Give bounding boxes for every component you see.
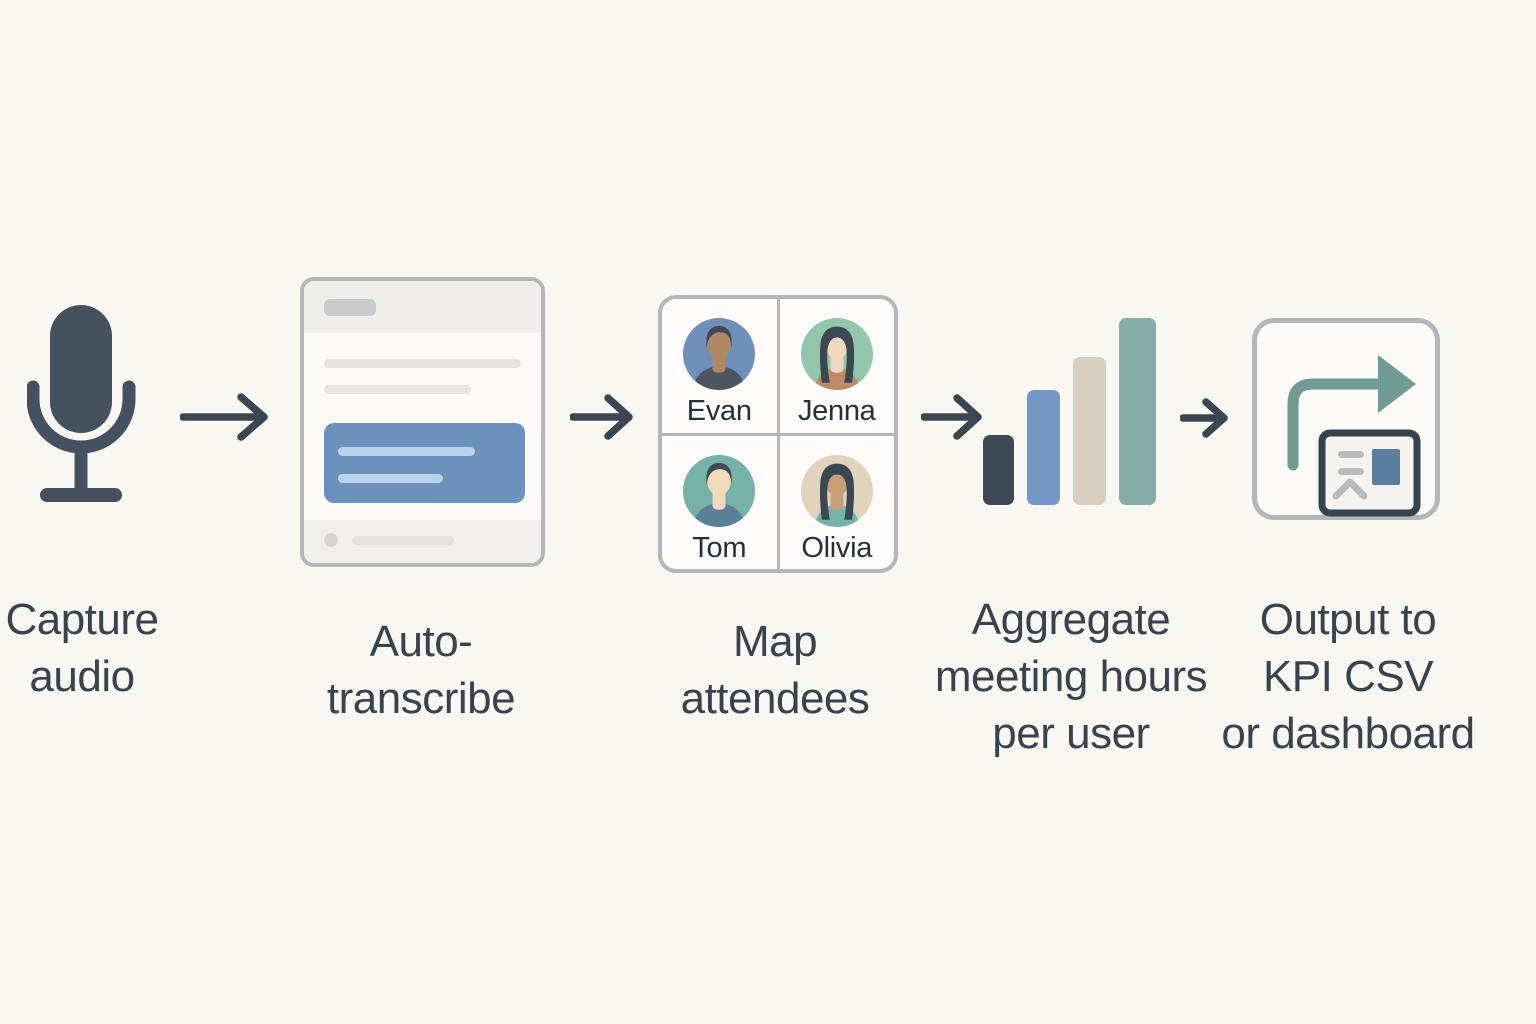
export-icon xyxy=(1252,318,1440,520)
bar-blue xyxy=(1027,390,1060,505)
avatar-male xyxy=(683,454,756,527)
attendee-card: Evan xyxy=(662,299,777,433)
attendee-card: Tom xyxy=(662,435,777,569)
flow-arrow-icon xyxy=(180,393,268,441)
transcript-title-placeholder xyxy=(324,299,376,316)
flow-arrow-icon xyxy=(921,394,982,440)
bar-teal xyxy=(1119,318,1156,505)
bar-chart-icon xyxy=(983,318,1159,505)
highlight-text-line xyxy=(338,447,475,456)
bar-beige xyxy=(1073,357,1106,505)
speaker-dot xyxy=(324,533,338,547)
bar-dark xyxy=(983,435,1014,505)
attendee-grid-icon: Evan Jenna xyxy=(658,295,898,573)
attendee-name: Olivia xyxy=(801,531,873,564)
footer-text-line xyxy=(352,536,454,545)
transcript-footer-bar xyxy=(304,520,541,563)
step-label-map-attendees: Map attendees xyxy=(680,617,870,723)
step-label-auto-transcribe: Auto- transcribe xyxy=(326,617,516,723)
step-label-aggregate-hours: Aggregate meeting hours per user xyxy=(934,595,1208,758)
attendee-card: Olivia xyxy=(779,435,894,569)
attendee-name: Jenna xyxy=(797,395,876,427)
transcript-header-bar xyxy=(304,281,541,333)
avatar-female xyxy=(800,454,873,527)
attendee-name: Tom xyxy=(692,531,747,564)
step-label-capture-audio: Capture audio xyxy=(5,595,159,701)
transcript-text-line xyxy=(324,359,521,368)
transcript-text-line xyxy=(324,385,471,394)
flow-arrow-icon xyxy=(570,394,633,440)
step-label-output-kpi: Output to KPI CSV or dashboard xyxy=(1221,595,1475,758)
transcript-highlight-block xyxy=(324,423,525,503)
transcript-card-icon xyxy=(300,277,545,567)
flow-arrow-icon xyxy=(1180,398,1228,438)
avatar-male xyxy=(683,318,756,390)
microphone-icon xyxy=(27,305,136,502)
avatar-female xyxy=(800,318,873,390)
attendee-name: Evan xyxy=(686,395,752,427)
highlight-text-line xyxy=(338,474,443,483)
export-arrow-and-dashboard xyxy=(1287,355,1421,517)
attendee-card: Jenna xyxy=(779,299,894,433)
